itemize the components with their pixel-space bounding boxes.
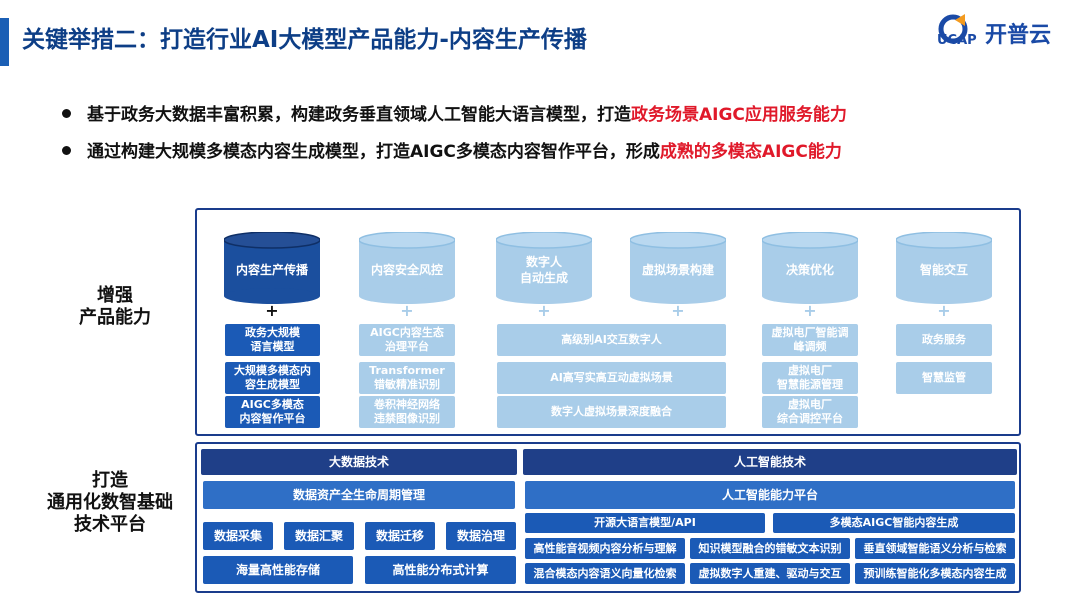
cylinder-5: 决策优化	[762, 232, 858, 304]
cell-content-security-1: AIGC内容生态 治理平台	[359, 324, 455, 356]
cylinder-label: 数字人 自动生成	[519, 255, 568, 285]
bullet-1: 基于政务大数据丰富积累，构建政务垂直领域人工智能大语言模型，打造政务场景AIGC…	[62, 102, 847, 128]
bigdata-item-compute: 高性能分布式计算	[365, 556, 516, 584]
cell-decision-3: 虚拟电厂 综合调控平台	[762, 396, 858, 428]
title-accent-bar	[0, 18, 9, 66]
cell-content-production-1: 政务大规模 语言模型	[225, 324, 320, 356]
ai-item-llm-api: 开源大语言模型/API	[525, 513, 765, 533]
platform-label-line3: 技术平台	[74, 514, 146, 535]
logo-mark: UCAP	[937, 33, 977, 48]
ai-item-digital-human: 虚拟数字人重建、驱动与交互	[690, 563, 850, 584]
ucap-logo-icon	[935, 12, 985, 58]
cylinder-1: 内容生产传播	[224, 232, 320, 304]
cylinder-label: 内容生产传播	[235, 263, 308, 277]
ai-item-vector-search: 混合模态内容语义向量化检索	[525, 563, 685, 584]
logo-brand: 开普云	[985, 23, 1052, 48]
plus-sign: +	[400, 301, 414, 320]
cylinder-label: 决策优化	[785, 263, 834, 277]
cylinder-3: 数字人 自动生成	[496, 232, 592, 304]
bullet-1-highlight: 政务场景AIGC应用服务能力	[631, 105, 847, 125]
platform-label-line1: 打造	[92, 470, 128, 491]
cylinder-4: 虚拟场景构建	[630, 232, 726, 304]
cell-content-production-3: AIGC多模态 内容智作平台	[225, 396, 320, 428]
cell-digital-human-2: AI高写实高互动虚拟场景	[497, 362, 726, 394]
bullet-2-highlight: 成熟的多模态AIGC能力	[659, 142, 842, 162]
cell-content-production-2: 大规模多模态内 容生成模型	[225, 362, 320, 394]
cell-content-security-2: Transformer 错敏精准识别	[359, 362, 455, 394]
enhance-label-line2: 产品能力	[79, 307, 151, 328]
ai-platform: 人工智能能力平台	[525, 481, 1015, 509]
cylinder-label: 虚拟场景构建	[641, 263, 714, 277]
cylinder-6: 智能交互	[896, 232, 992, 304]
enhance-side-label: 增强 产品能力	[60, 285, 170, 329]
bullet-dot	[62, 108, 71, 118]
cell-interaction-1: 政务服务	[896, 324, 992, 356]
ai-item-error-text: 知识模型融合的错敏文本识别	[690, 538, 850, 559]
bigdata-header: 大数据技术	[201, 449, 517, 475]
ai-item-av-analysis: 高性能音视频内容分析与理解	[525, 538, 685, 559]
cell-content-security-3: 卷积神经网络 违禁图像识别	[359, 396, 455, 428]
cylinder-2: 内容安全风控	[359, 232, 455, 304]
ai-item-semantic-search: 垂直领域智能语义分析与检索	[855, 538, 1015, 559]
bullet-1-text: 基于政务大数据丰富积累，构建政务垂直领域人工智能大语言模型，打造	[87, 105, 631, 125]
cell-digital-human-1: 高级别AI交互数字人	[497, 324, 726, 356]
bullet-2: 通过构建大规模多模态内容生成模型，打造AIGC多模态内容智作平台，形成成熟的多模…	[62, 139, 842, 165]
plus-sign: +	[671, 301, 685, 320]
plus-sign: +	[265, 301, 279, 320]
ai-item-pretrain-gen: 预训练智能化多模态内容生成	[855, 563, 1015, 584]
plus-sign: +	[937, 301, 951, 320]
ai-item-multimodal-aigc: 多模态AIGC智能内容生成	[773, 513, 1015, 533]
bigdata-item-collect: 数据采集	[203, 522, 273, 550]
platform-side-label: 打造 通用化数智基础 技术平台	[30, 470, 190, 536]
cell-decision-1: 虚拟电厂智能调 峰调频	[762, 324, 858, 356]
bigdata-item-govern: 数据治理	[446, 522, 516, 550]
bullet-dot	[62, 145, 71, 155]
page-title: 关键举措二：打造行业AI大模型产品能力-内容生产传播	[22, 27, 587, 53]
platform-label-line2: 通用化数智基础	[47, 492, 173, 513]
bigdata-item-storage: 海量高性能存储	[203, 556, 353, 584]
cylinder-label: 智能交互	[919, 263, 968, 277]
bigdata-item-aggregate: 数据汇聚	[284, 522, 354, 550]
plus-sign: +	[803, 301, 817, 320]
enhance-panel	[195, 208, 1021, 436]
ai-header: 人工智能技术	[523, 449, 1017, 475]
bigdata-item-migrate: 数据迁移	[365, 522, 435, 550]
bullet-2-text: 通过构建大规模多模态内容生成模型，打造AIGC多模态内容智作平台，形成	[87, 142, 660, 162]
cell-decision-2: 虚拟电厂 智慧能源管理	[762, 362, 858, 394]
bigdata-lifecycle: 数据资产全生命周期管理	[203, 481, 515, 509]
cell-interaction-2: 智慧监管	[896, 362, 992, 394]
cylinder-label: 内容安全风控	[370, 263, 443, 277]
platform-panel	[195, 442, 1021, 593]
enhance-label-line1: 增强	[97, 285, 133, 306]
cell-digital-human-3: 数字人虚拟场景深度融合	[497, 396, 726, 428]
plus-sign: +	[537, 301, 551, 320]
